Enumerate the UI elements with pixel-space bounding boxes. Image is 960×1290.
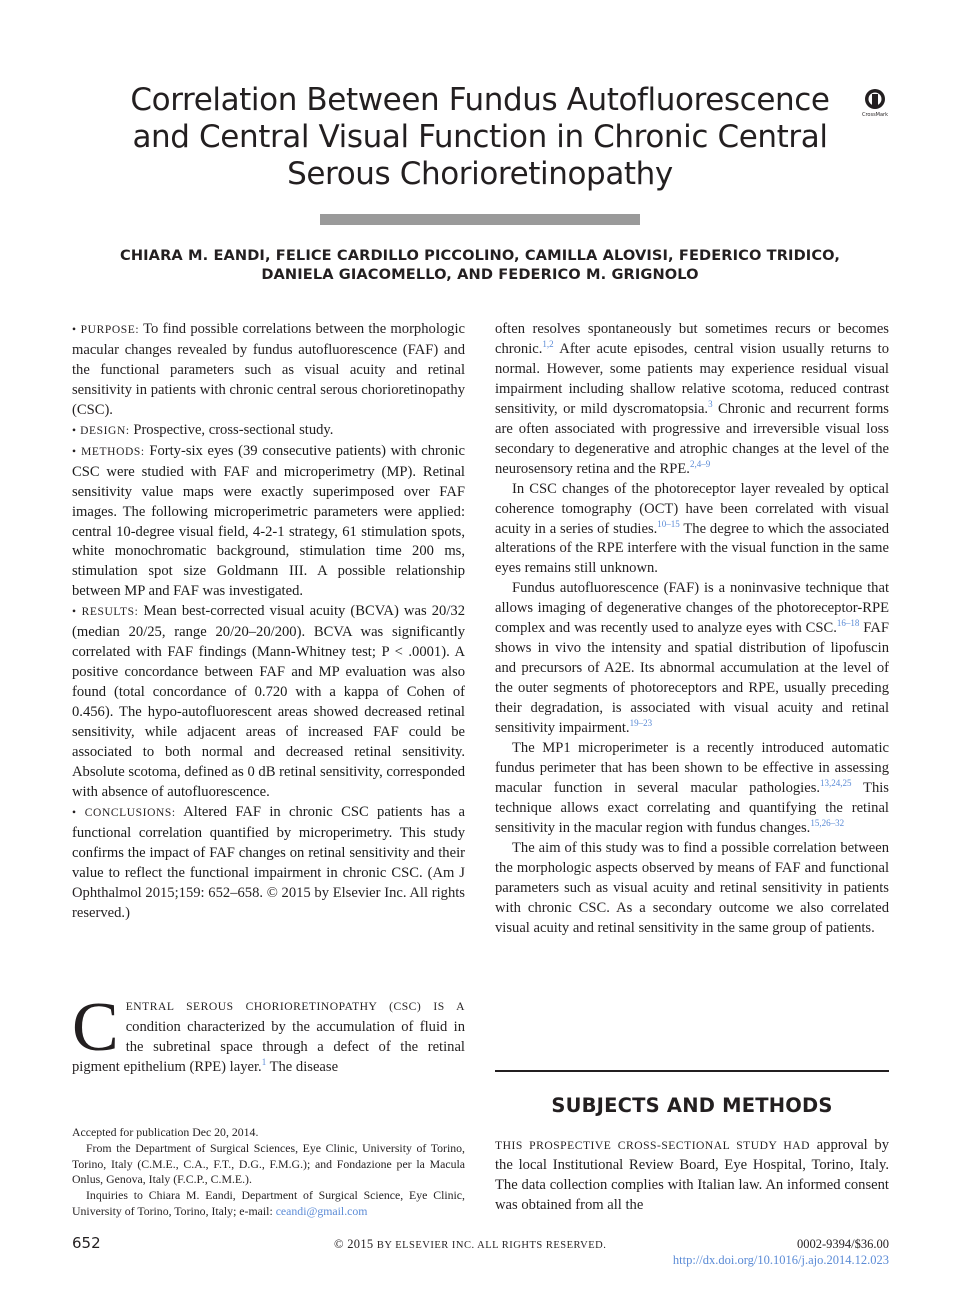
issn-price: 0002-9394/$36.00 xyxy=(796,1237,889,1251)
design-label: • DESIGN: xyxy=(72,424,130,437)
abstract-conclusions: • CONCLUSIONS: Altered FAF in chronic CS… xyxy=(72,803,465,924)
reference-link[interactable]: 3 xyxy=(708,398,713,409)
design-text: Prospective, cross-sectional study. xyxy=(133,421,334,438)
reference-link[interactable]: 1 xyxy=(261,1057,267,1068)
body-paragraph-2: In CSC changes of the photoreceptor laye… xyxy=(495,480,889,580)
results-label: • RESULTS: xyxy=(72,606,139,619)
conclusions-text: Altered FAF in chronic CSC patients has … xyxy=(72,803,466,881)
copyright-holder: by Elsevier Inc. All rights reserved. xyxy=(376,1240,607,1251)
reference-link[interactable]: 19–23 xyxy=(629,718,653,729)
purpose-text: To find possible correlations between th… xyxy=(72,321,466,418)
affiliation-note: From the Department of Surgical Sciences… xyxy=(72,1140,465,1187)
abstract-purpose: • PURPOSE: To find possible correlations… xyxy=(72,320,465,421)
body-paragraph-5: The aim of this study was to find a poss… xyxy=(495,839,889,936)
abstract-results: • RESULTS: Mean best-corrected visual ac… xyxy=(72,602,465,803)
copyright-year: © 2015 xyxy=(334,1237,374,1251)
reference-link[interactable]: 16–18 xyxy=(836,618,860,629)
reference-link[interactable]: 1,2 xyxy=(542,339,554,350)
methods-label: • METHODS: xyxy=(72,445,145,458)
author-list: CHIARA M. EANDI, FELICE CARDILLO PICCOLI… xyxy=(90,246,870,284)
authors-line-1: CHIARA M. EANDI, FELICE CARDILLO PICCOLI… xyxy=(120,247,840,264)
p2-text-a: In CSC changes of the photoreceptor laye… xyxy=(495,480,889,537)
correspondence-note: Inquiries to Chiara M. Eandi, Department… xyxy=(72,1188,465,1220)
abstract-design: • DESIGN: Prospective, cross-sectional s… xyxy=(72,421,465,442)
article-footnotes: Accepted for publication Dec 20, 2014. F… xyxy=(72,1125,465,1220)
intro-tail: The disease xyxy=(269,1059,339,1075)
crossmark-badge[interactable]: CrossMark xyxy=(856,88,894,122)
section-text: approval by the local Institutional Revi… xyxy=(495,1137,889,1213)
reference-link[interactable]: 2,4–9 xyxy=(689,458,711,469)
p4-text-b: This technique allows exact correlating … xyxy=(495,779,889,836)
accepted-note: Accepted for publication Dec 20, 2014. xyxy=(72,1125,259,1139)
p3-text-a: Fundus autofluorescence (FAF) is a nonin… xyxy=(495,580,889,637)
crossmark-icon xyxy=(865,89,885,109)
right-column-body: often resolves spontaneously but sometim… xyxy=(495,320,889,939)
intro-smallcaps: ENTRAL SEROUS CHORIORETINOPATHY (CSC) IS… xyxy=(125,1000,465,1013)
section-heading: SUBJECTS AND METHODS xyxy=(551,1094,833,1117)
p3-text-b: FAF shows in vivo the intensity and spat… xyxy=(495,620,889,737)
drop-cap: C xyxy=(72,989,119,1066)
reference-link[interactable]: 13,24,25 xyxy=(820,778,852,789)
article-title: Correlation Between Fundus Autofluoresce… xyxy=(130,82,830,192)
reference-link[interactable]: 10–15 xyxy=(657,518,680,529)
crossmark-label: CrossMark xyxy=(861,112,889,118)
section-smallcaps: THIS PROSPECTIVE CROSS-SECTIONAL STUDY H… xyxy=(495,1139,810,1152)
page-number: 652 xyxy=(72,1234,101,1252)
p4-text-a: The MP1 microperimeter is a recently int… xyxy=(495,740,889,796)
section-paragraph: THIS PROSPECTIVE CROSS-SECTIONAL STUDY H… xyxy=(495,1136,889,1216)
title-divider xyxy=(320,214,640,225)
email-link[interactable]: ceandi@gmail.com xyxy=(275,1203,368,1218)
page-footer: 652 © 2015 by Elsevier Inc. All rights r… xyxy=(72,1234,889,1274)
conclusions-label: • CONCLUSIONS: xyxy=(72,806,176,819)
methods-text: Forty-six eyes (39 consecutive patients)… xyxy=(72,442,465,600)
reference-link[interactable]: 15,26–32 xyxy=(810,817,845,828)
doi-link[interactable]: http://dx.doi.org/10.1016/j.ajo.2014.12.… xyxy=(672,1253,889,1267)
purpose-label: • PURPOSE: xyxy=(72,324,140,336)
section-divider xyxy=(495,1070,889,1072)
results-text: Mean best-corrected visual acuity (BCVA)… xyxy=(72,603,466,800)
abstract: • PURPOSE: To find possible correlations… xyxy=(72,320,465,924)
intro-text: condition characterized by the accumulat… xyxy=(72,1019,465,1075)
copyright-notice: © 2015 by Elsevier Inc. All rights reser… xyxy=(334,1237,606,1252)
authors-line-2: DANIELA GIACOMELLO, AND FEDERICO M. GRIG… xyxy=(261,266,699,283)
p1-text-b: After acute episodes, central vision usu… xyxy=(495,340,890,417)
p2-text-b: The degree to which the associated alter… xyxy=(495,520,889,577)
correspondence-text: Inquiries to Chiara M. Eandi, Department… xyxy=(72,1188,465,1218)
introduction-paragraph: C ENTRAL SEROUS CHORIORETINOPATHY (CSC) I… xyxy=(72,989,465,1077)
p1-text-c: Chronic and recurrent forms are often as… xyxy=(495,400,889,477)
body-paragraph-4: The MP1 microperimeter is a recently int… xyxy=(495,739,889,839)
body-paragraph-1: often resolves spontaneously but sometim… xyxy=(495,320,889,480)
abstract-methods: • METHODS: Forty-six eyes (39 consecutiv… xyxy=(72,442,465,603)
body-paragraph-3: Fundus autofluorescence (FAF) is a nonin… xyxy=(495,579,889,739)
abstract-citation: (Am J Ophthalmol 2015;159: 652–658. © 20… xyxy=(72,864,465,921)
p1-text-a: often resolves spontaneously but sometim… xyxy=(495,321,889,357)
